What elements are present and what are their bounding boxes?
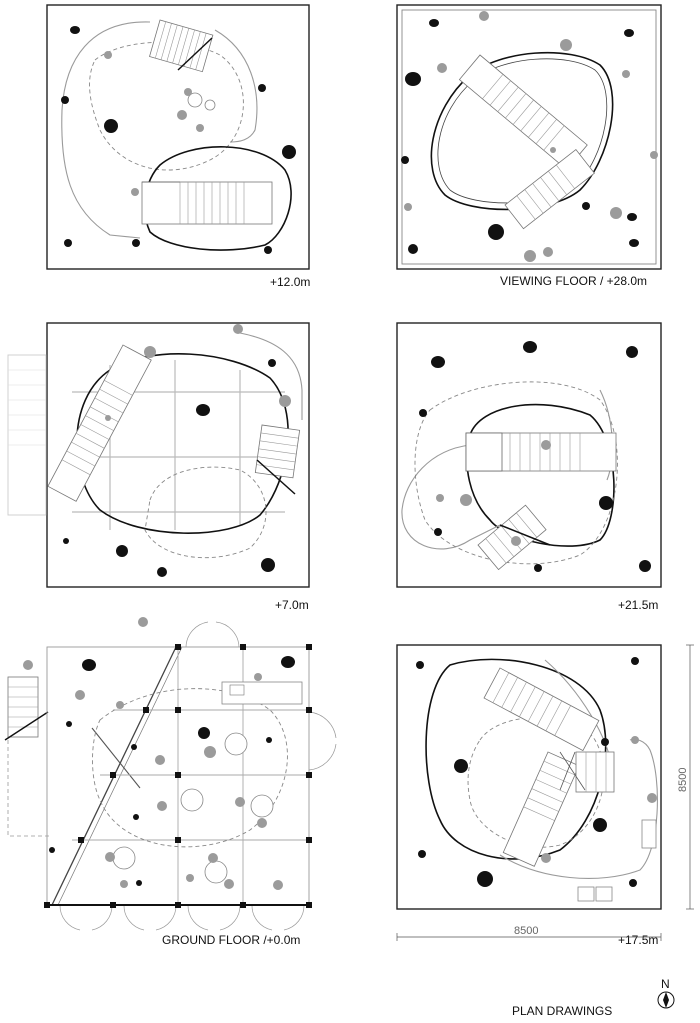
dimension-width-value: 8500 [514, 925, 538, 937]
columns-plus21 [419, 341, 651, 572]
floor-label-plus12: +12.0m [270, 275, 310, 289]
dimension-depth-value: 8500 [677, 768, 689, 792]
columns-plus7 [63, 359, 276, 577]
floor-label-viewing: VIEWING FLOOR / +28.0m [500, 274, 647, 288]
columns-plus12 [61, 26, 296, 254]
floor-label-plus7: +7.0m [275, 598, 309, 612]
floor-label-ground: GROUND FLOOR /+0.0m [162, 933, 300, 947]
columns-plus17 [416, 657, 639, 887]
plan-plus21 [396, 322, 662, 588]
plan-plus17 [396, 644, 662, 910]
north-label: N [661, 977, 670, 991]
plan-plus12 [46, 4, 310, 270]
floor-label-plus21: +21.5m [618, 598, 658, 612]
north-arrow-icon: N [657, 977, 675, 1009]
dimension-depth: 8500 [677, 644, 694, 910]
posts-ground [44, 644, 312, 908]
dimension-width: 8500 [396, 925, 662, 941]
floor-label-plus17: +17.5m [618, 933, 658, 947]
columns-ground [49, 656, 295, 886]
plan-plus7 [7, 322, 310, 588]
drawing-title: PLAN DRAWINGS [512, 1004, 612, 1018]
plan-ground [4, 617, 337, 931]
plan-viewing [396, 4, 662, 270]
columns-viewing [401, 19, 639, 254]
